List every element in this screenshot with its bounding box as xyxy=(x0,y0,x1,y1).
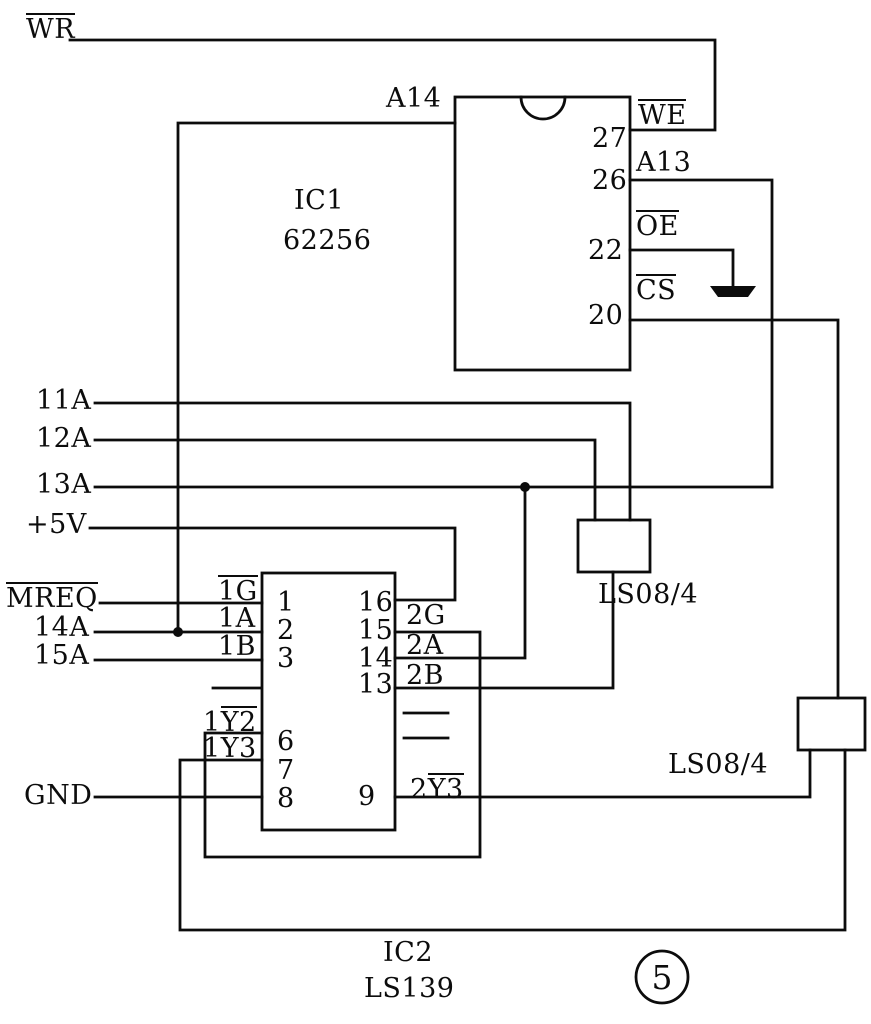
ic2-pin-6-label: 6 xyxy=(277,726,295,757)
ic2-pin-13-label: 13 xyxy=(358,669,394,700)
ic1-a13-signal-label: A13 xyxy=(636,147,692,178)
ic1-pin-22-label: 22 xyxy=(588,235,624,266)
vcc-label: +5V xyxy=(26,509,87,540)
a13-pin26-wire xyxy=(628,178,774,489)
junction-dot-a13 xyxy=(520,482,530,492)
ic1-pin-20-label: 20 xyxy=(588,300,624,331)
ic2-pin-7-label: 7 xyxy=(277,755,295,786)
ic2-pin-2-label: 2 xyxy=(277,615,295,646)
ic1-oe-signal-label: OE xyxy=(636,210,679,242)
figure-number-label: 5 xyxy=(651,958,673,997)
ic2-2b-signal-label: 2B xyxy=(406,660,445,691)
ic2-pin-16-label: 16 xyxy=(358,587,394,618)
ic2-part-label: LS139 xyxy=(364,973,455,1004)
and-gate-bottom-body xyxy=(796,696,867,752)
ic2-2y3-signal-label: 2Y3 xyxy=(410,773,464,805)
gate1-output-wire xyxy=(393,570,615,690)
cs-wire xyxy=(628,318,840,700)
ic2-1g-signal-label: 1G xyxy=(218,575,258,607)
gnd-label: GND xyxy=(24,780,93,811)
a12-bus-label: 12A xyxy=(36,423,92,454)
ground-symbol xyxy=(710,286,756,297)
ic2-body xyxy=(260,571,397,832)
and-gate-top-body xyxy=(576,518,652,574)
wr-we-wire xyxy=(68,38,717,132)
y3-to-gate2-wire xyxy=(178,748,847,932)
y2-to-2g-wire xyxy=(203,630,482,859)
ic1-body xyxy=(453,95,632,372)
ic2-1b-signal-label: 1B xyxy=(218,631,257,662)
ic2-pin-15-label: 15 xyxy=(358,615,394,646)
ic1-pin-27-label: 27 xyxy=(592,123,628,154)
ic1-part-label: 62256 xyxy=(283,225,372,256)
ic2-pin-8-label: 8 xyxy=(277,783,295,814)
ic1-name-label: IC1 xyxy=(294,185,345,216)
ic1-pin-26-label: 26 xyxy=(592,165,628,196)
y3b-to-gate2-wire xyxy=(393,748,812,799)
ic1-notch xyxy=(519,95,567,121)
junction-dot-a14 xyxy=(173,627,183,637)
ic1-cs-signal-label: CS xyxy=(636,274,677,306)
ic2-name-label: IC2 xyxy=(383,937,434,968)
ic2-2g-signal-label: 2G xyxy=(406,600,446,631)
ls08-top-label: LS08/4 xyxy=(598,579,699,610)
figure-number-circle xyxy=(634,949,690,1005)
vcc-wire xyxy=(88,526,457,602)
a12-wire xyxy=(93,438,597,522)
ic1-a14-pin-label: A14 xyxy=(386,83,442,114)
ic2-pin-3-label: 3 xyxy=(277,643,295,674)
ic2-pin-1-label: 1 xyxy=(277,587,295,618)
ic1-we-signal-label: WE xyxy=(638,99,687,131)
ic2-1y3-signal-label: 1Y3 xyxy=(203,732,257,764)
ls08-bottom-label: LS08/4 xyxy=(668,749,769,780)
a15-bus-label: 15A xyxy=(34,640,90,671)
oe-wire xyxy=(628,248,735,288)
a11-wire xyxy=(93,401,632,522)
ic2-pin-9-label: 9 xyxy=(358,781,376,812)
ic2-1a-signal-label: 1A xyxy=(218,603,256,634)
wr-label: WR xyxy=(26,13,76,45)
ic2-pin-14-label: 14 xyxy=(358,643,394,674)
mreq-label: MREQ xyxy=(6,582,98,614)
a13-bus-label: 13A xyxy=(36,469,92,500)
a14-wire xyxy=(176,121,457,634)
a11-bus-label: 11A xyxy=(36,385,92,416)
a13-branch-wire xyxy=(393,485,527,660)
ic2-2a-signal-label: 2A xyxy=(406,630,444,661)
a14-bus-label: 14A xyxy=(34,612,90,643)
